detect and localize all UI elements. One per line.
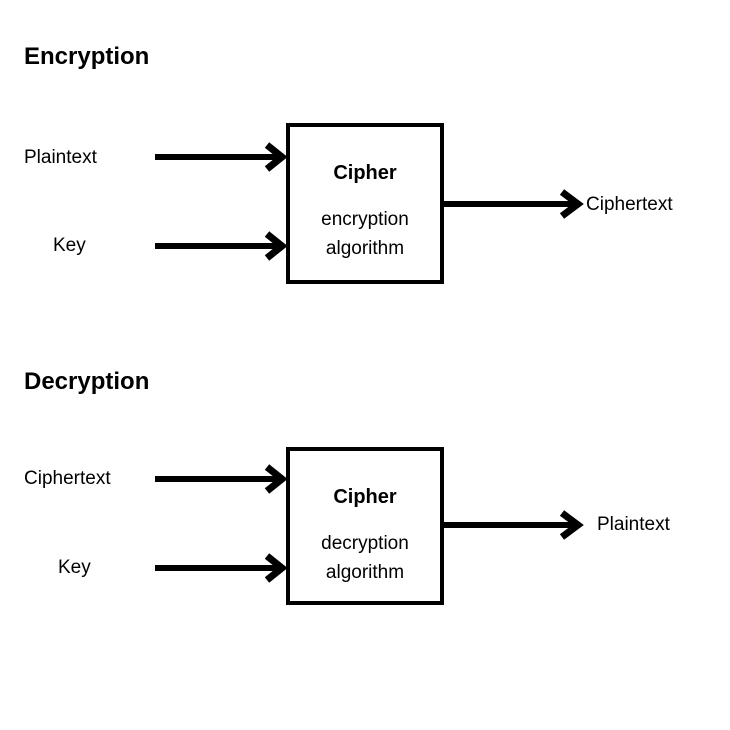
encryption-cipher-subtitle-line1: encryption	[321, 209, 409, 230]
decryption-cipher-title: Cipher	[333, 486, 397, 508]
decryption-arrow-key	[155, 553, 288, 583]
encryption-cipher-box: Cipher encryption algorithm	[286, 123, 444, 284]
encryption-arrow-ciphertext	[444, 189, 584, 219]
decryption-heading: Decryption	[24, 368, 150, 395]
encryption-arrow-key	[155, 231, 288, 261]
encryption-input-label-plaintext: Plaintext	[24, 147, 97, 168]
decryption-cipher-subtitle-line2: algorithm	[325, 562, 405, 583]
decryption-input-label-key: Key	[58, 557, 91, 578]
encryption-cipher-title: Cipher	[333, 162, 397, 184]
encryption-arrow-plaintext	[155, 142, 288, 172]
encryption-input-label-key: Key	[53, 235, 86, 256]
encryption-cipher-subtitle-line2: algorithm	[325, 238, 405, 259]
encryption-output-label-ciphertext: Ciphertext	[586, 194, 673, 215]
decryption-arrow-ciphertext	[155, 464, 288, 494]
encryption-heading: Encryption	[24, 43, 150, 70]
decryption-output-label-plaintext: Plaintext	[597, 514, 670, 535]
decryption-input-label-ciphertext: Ciphertext	[24, 468, 111, 489]
decryption-cipher-box: Cipher decryption algorithm	[286, 447, 444, 605]
decryption-cipher-subtitle-line1: decryption	[321, 533, 409, 554]
decryption-arrow-plaintext	[444, 510, 584, 540]
